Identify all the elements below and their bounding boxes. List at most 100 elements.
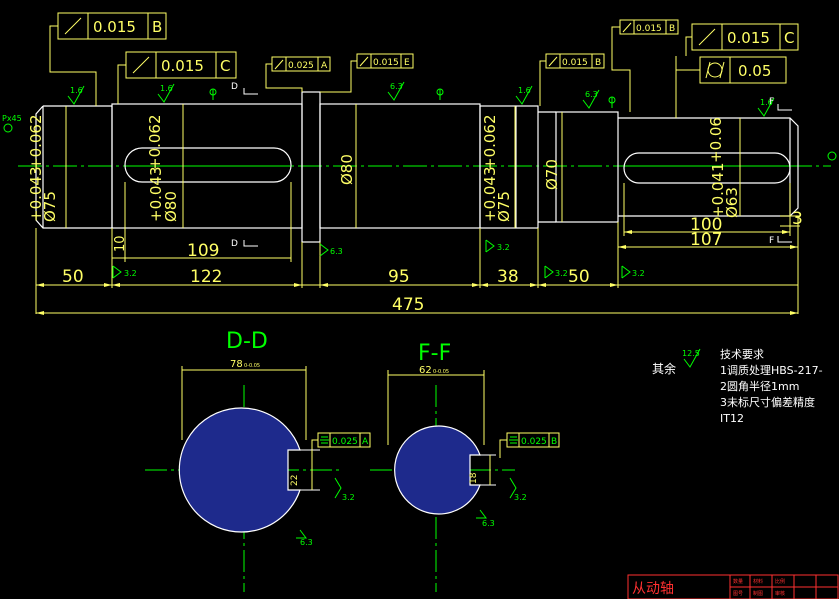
ra-6: 1.6 (760, 98, 773, 107)
d63-lower: +0.041 (709, 162, 727, 218)
ra-3: 6.3 (390, 82, 403, 91)
arrowheads (36, 230, 798, 315)
section-ff-depth-wrap: 18 (469, 472, 479, 484)
tf1-datum: B (152, 18, 162, 36)
d75-left-upper: +0.062 (27, 114, 45, 170)
title-block (627, 574, 839, 599)
note-line-4: IT12 (720, 412, 744, 425)
note-line-3: 3未标尺寸偏差精度 (720, 395, 815, 409)
tf3-datum: A (321, 61, 328, 71)
tf3-value: 0.025 (288, 61, 314, 71)
tf6-value: 0.015 (636, 24, 662, 34)
tf6-datum: B (669, 24, 675, 34)
len-3: 3 (792, 209, 803, 229)
d75-left-nominal: Ø75 (41, 191, 59, 222)
ra-8: 3.2 (497, 243, 510, 252)
ra-15: 6.3 (482, 519, 495, 528)
d75-right-lower: +0.043 (481, 166, 499, 222)
ra-1: 1.6 (70, 86, 83, 95)
ra-13: 3.2 (514, 493, 527, 502)
section-dd-title: D-D (226, 329, 268, 354)
len-109: 109 (187, 241, 219, 261)
len-50a: 50 (62, 267, 84, 287)
len-50b: 50 (568, 267, 590, 287)
d70-nominal: Ø70 (543, 159, 561, 190)
d63-nominal: Ø63 (723, 187, 741, 218)
section-dd-dim: 78 (230, 359, 243, 370)
section-dd-depth: 22 (290, 475, 300, 486)
section-ff-title: F-F (418, 341, 451, 366)
mark-f-bottom: F (769, 236, 774, 246)
mark-f-top: F (769, 97, 774, 107)
ra-2: 1.6 (160, 84, 173, 93)
section-marks: D D F F (231, 82, 774, 249)
ra-9: 3.2 (555, 269, 568, 278)
tb-cell-2: 材料 (753, 578, 763, 585)
tb-cell-3: 比例 (775, 578, 785, 585)
tolerance-frame-group (49, 12, 799, 458)
marker-icons (3, 88, 837, 161)
ra-14: 6.3 (300, 538, 313, 547)
length-text-group: 50 122 95 38 50 475 109 100 107 3 (62, 209, 803, 315)
roughness-text-group: 1.6 1.6 6.3 1.6 6.3 1.6 12.5 3.2 3.2 3.2… (70, 82, 773, 547)
tb-cell-5: 制图 (753, 590, 763, 597)
d80-key-lower: +0.043 (147, 166, 165, 222)
section-dd-depth-wrap: 22 (290, 475, 300, 486)
d80-key-nominal: Ø80 (162, 191, 180, 222)
len-100: 100 (690, 215, 722, 235)
ra-10: 3.2 (632, 269, 645, 278)
mark-d-top: D (231, 82, 238, 92)
ra-7: 3.2 (124, 269, 137, 278)
ra-11: 6.3 (330, 247, 343, 256)
tb-cell-4: 图号 (733, 591, 743, 597)
tf5-datum: B (595, 58, 601, 68)
shaft-outline (35, 91, 799, 243)
tf2-value: 0.015 (161, 57, 204, 75)
tf4-datum: E (404, 58, 410, 68)
ra-5: 6.3 (585, 90, 598, 99)
tf8-value: 0.05 (738, 62, 771, 80)
len-10-wrap: 10 (113, 235, 128, 252)
len-38: 38 (497, 267, 519, 287)
d80-nominal: Ø80 (338, 154, 356, 185)
ra-12: 3.2 (342, 493, 355, 502)
d75-right-upper: +0.062 (481, 114, 499, 170)
tf4-value: 0.015 (373, 58, 399, 68)
note-line-1: 1调质处理HBS-217- (720, 364, 823, 377)
tf9-value: 0.025 (332, 437, 358, 447)
len-95: 95 (388, 267, 410, 287)
cylindricity-icon (705, 61, 725, 79)
tf1-value: 0.015 (93, 18, 136, 36)
note-heading: 技术要求 (720, 348, 764, 361)
d75-right-nominal: Ø75 (495, 191, 513, 222)
tf9-datum: A (362, 437, 369, 447)
d63-upper: +0.06 (707, 117, 725, 163)
diameter-text-group: Ø75 +0.043 +0.062 Ø80 +0.043 +0.062 Ø80 … (27, 114, 741, 222)
section-ff-depth: 18 (469, 472, 479, 484)
section-ff-dim: 62 (419, 365, 432, 376)
chamfer-label: Px45 (2, 114, 22, 123)
tf7-value: 0.015 (727, 29, 770, 47)
tf10-value: 0.025 (521, 437, 547, 447)
tolerance-text-group: 0.015 B 0.015 C 0.025 A 0.015 E 0.015 B … (93, 18, 794, 80)
tf5-value: 0.015 (562, 58, 588, 68)
symmetry-icon (320, 436, 518, 444)
section-dd-dim-sub: 0-0.05 (244, 363, 260, 369)
section-dd (178, 366, 320, 533)
len-10: 10 (113, 235, 128, 252)
len-122: 122 (190, 267, 222, 287)
note-line-2: 2圆角半径1mm (720, 379, 799, 393)
symmetry-text-group: 0.025 A 0.025 B (332, 437, 557, 447)
note-remainder: 其余 (652, 361, 676, 376)
roughness-symbols (67, 81, 775, 539)
tb-cell-6: 审核 (775, 590, 785, 597)
tech-notes: 其余 技术要求 1调质处理HBS-217- 2圆角半径1mm 3未标尺寸偏差精度… (652, 348, 823, 425)
len-475: 475 (392, 295, 424, 315)
d75-left-lower: +0.043 (27, 166, 45, 222)
section-ff-dim-sub: 0-0.05 (433, 369, 449, 375)
title-block-cells: 数量 材料 比例 图号 制图 审核 (733, 578, 785, 597)
title-part-name: 从动轴 (632, 581, 674, 597)
tf10-datum: B (551, 437, 557, 447)
mark-d-bottom: D (231, 239, 238, 249)
